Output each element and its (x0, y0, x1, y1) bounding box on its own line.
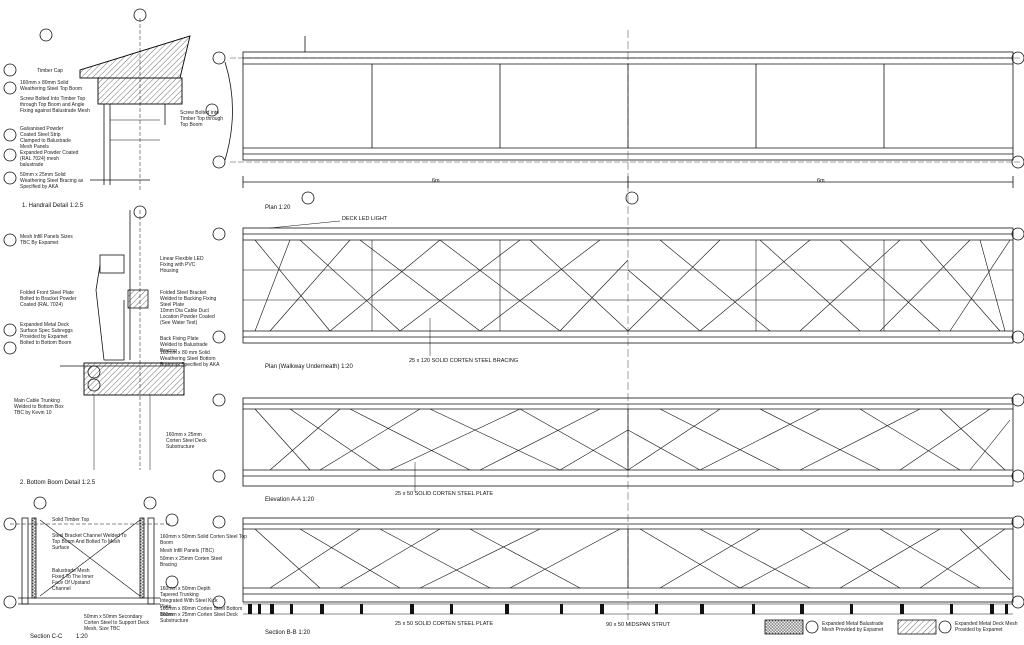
midspan-strut-callout: 90 x 50 MIDSPAN STRUT (606, 622, 671, 628)
note-deck-substructure-cc: 160mm x 25mm Corten Steel Deck Substruct… (160, 612, 238, 624)
legend-balustrade-mesh-swatch (764, 619, 804, 635)
note-bracing-cc: 50mm x 25mm Corten Steel Bracing (160, 556, 223, 568)
note-screw-bolted: Screw Bolted Into Timber Top through Top… (20, 96, 90, 114)
note-steel-bracing: 50mm x 25mm Solid Weathering Steel Braci… (20, 172, 84, 190)
note-top-boom: 160mm x 80mm Solid Weathering Steel Top … (20, 80, 83, 92)
note-timber-cap: Timber Cap (37, 68, 63, 74)
note-metal-deck: Expanded Metal Deck Surface Spec Subregg… (20, 322, 73, 346)
plan-walkway-title: Plan (Walkway Underneath) 1:20 (265, 364, 353, 370)
section-bb-drawing (212, 515, 1024, 615)
plate-50-elevation-callout: 25 x 50 SOLID CORTEN STEEL PLATE (395, 491, 494, 497)
section-cc-drawing (3, 496, 179, 609)
note-folded-bracket: Folded Steel Bracket Welded to Backing F… (160, 290, 217, 308)
section-bb-title: Section B-B 1:20 (265, 630, 311, 636)
note-mesh-infill: Mesh Infill Panels Sizes TBC By Expamet (20, 234, 73, 246)
plan-title: Plan 1:20 (265, 205, 291, 211)
handrail-detail-title: 1. Handrail Detail 1:2.5 (22, 203, 84, 209)
handrail-detail-drawing (3, 8, 191, 190)
dimension-right: 6m (817, 178, 825, 184)
note-cable-duct: 10mm Dia Cable Duct Location Powder Coat… (160, 308, 215, 326)
plan-walkway-drawing (212, 220, 1024, 356)
note-mesh-balustrade: Expanded Powder Coated (RAL 7024) mesh b… (20, 150, 79, 168)
bottom-boom-detail-title: 2. Bottom Boom Detail 1:2.5 (20, 480, 96, 486)
note-steel-channel: Steel Bracket Channel Welded To Top Boom… (52, 533, 127, 551)
bottom-boom-detail-drawing (3, 205, 185, 470)
note-deck-substructure: 160mm x 25mm Corten Steel Deck Substruct… (166, 432, 207, 450)
note-led-fixing: Linear Flexible LED Fixing with PVC Hous… (160, 256, 204, 274)
note-secondary-steel: 50mm x 50mm Secondary Corten Steel to Su… (84, 614, 150, 632)
plan-drawing (205, 30, 1024, 620)
legend-balustrade-tag (805, 620, 819, 634)
section-cc-title: Section C-C (30, 634, 63, 640)
legend-deck-label: Expanded Metal Deck Mesh Provided by Exp… (955, 621, 1018, 633)
plate-50-section-callout: 25 x 50 SOLID CORTEN STEEL PLATE (395, 621, 494, 627)
note-tapered-trunking: 160mm x 50mm Depth Tapered Trunking Inte… (160, 586, 218, 610)
note-bottom-boom-cc: 160mm x 80mm Corten Steel Bottom Boom (160, 606, 243, 618)
note-cable-trunking: Main Cable Trunking Welded to Bottom Box… (14, 398, 64, 416)
legend-balustrade-label: Expanded Metal Balustrade Mesh Provided … (822, 621, 884, 633)
note-solid-timber-top: Solid Timber Top (52, 517, 90, 523)
legend-deck-tag (938, 620, 952, 634)
note-bottom-boom: 160mm x 80 mm Solid Weathering Steel Bot… (160, 350, 220, 368)
legend-deck-mesh-swatch (897, 619, 937, 635)
dimension-left: 6m (432, 178, 440, 184)
note-back-plate: Back Fixing Plate Welded to Balustrade B… (160, 336, 208, 354)
note-galvanised-strip: Galvanised Powder Coated Steel Strip Cla… (20, 126, 71, 150)
note-balustrade-fixed: Balustrade Mesh Fixed To The Inner Face … (52, 568, 94, 592)
deck-led-callout: DECK LED LIGHT (342, 216, 388, 222)
bracing-120-callout: 25 x 120 SOLID CORTEN STEEL BRACING (409, 358, 519, 364)
note-mesh-infill-cc: Mesh Infill Panels (TBC) (160, 548, 214, 554)
elevation-drawing (212, 393, 1024, 492)
note-timber-top-bolt: Screw Bolted into Timber Top through Top… (180, 110, 224, 128)
note-front-plate: Folded Front Steel Plate Bolted to Brack… (20, 290, 77, 308)
elevation-title: Elevation A-A 1:20 (265, 497, 315, 503)
section-cc-scale: 1:20 (76, 634, 88, 640)
note-top-boom-cc: 160mm x 50mm Solid Corten Steel Top Boom (160, 534, 247, 546)
